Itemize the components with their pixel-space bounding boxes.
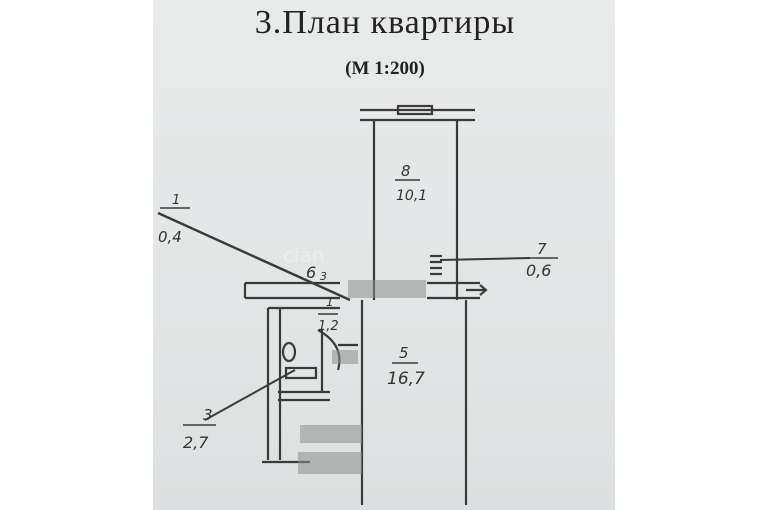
paper-sheet [153,0,615,510]
room-number-label: 5 [399,344,409,362]
leader-room7 [439,257,531,261]
redacted-patch [298,452,362,474]
sink-fixture [281,341,297,363]
room-number-label: 3 [203,406,213,424]
room-area-label: 1,2 [318,319,339,334]
entry-arrow-head [479,284,488,296]
room-area-label: 0,6 [526,261,551,280]
plan-scale: (М 1:200) [345,58,425,79]
redacted-patch [300,425,362,443]
room-number-label: 1 [172,193,180,208]
room-area-label: 0,4 [158,228,182,246]
window-symbol [396,104,434,116]
room-number-label: 8 [401,162,411,180]
leader-room1-area [157,211,351,302]
redacted-patch [348,280,426,298]
room-number-label: 6 [306,263,316,282]
bathtub-fixture [284,366,318,380]
plan-title: 3.План квартиры [254,4,516,41]
room-number-label: 7 [537,240,547,258]
room-area-label: 2,7 [183,433,209,452]
room-area-label: 3 [320,270,327,283]
room-area-label: 10,1 [396,188,427,204]
room-area-label: 16,7 [387,369,425,389]
watermark-text: cian [283,243,324,267]
door-swing-arc [317,329,341,371]
redacted-patch [332,350,358,364]
leader-room3 [204,369,296,421]
room-number-label: 1 [326,295,334,309]
